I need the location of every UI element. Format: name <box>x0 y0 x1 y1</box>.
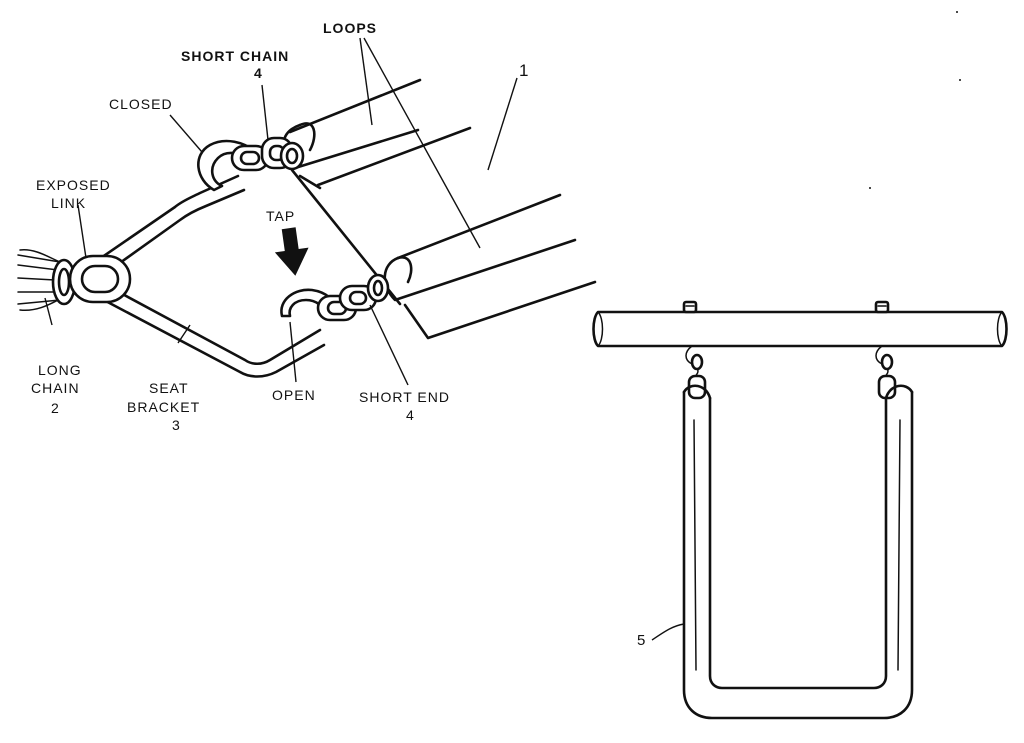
closed-label: CLOSED <box>109 96 173 112</box>
leader-lines <box>44 37 518 386</box>
speck <box>869 187 871 189</box>
seat-bracket-label-line2: BRACKET <box>127 399 200 415</box>
long-chain-number: 2 <box>51 400 60 416</box>
short-chain-number: 4 <box>254 65 263 81</box>
short-chain <box>230 136 305 172</box>
u-seat <box>682 384 914 720</box>
item-5-leader <box>651 623 685 641</box>
short-end-label: SHORT END <box>359 389 450 405</box>
short-chain-label: SHORT CHAIN <box>181 48 289 64</box>
exposed-link <box>68 254 132 304</box>
left-hanger-chain <box>685 345 707 400</box>
seat-bracket-number: 3 <box>172 417 181 433</box>
tap-label: TAP <box>266 208 295 224</box>
short-end-chain <box>316 273 390 322</box>
seat-bracket-label-line1: SEAT <box>149 380 189 396</box>
long-chain-label-line1: LONG <box>38 362 82 378</box>
short-end-number: 4 <box>406 407 415 423</box>
speck <box>956 11 958 13</box>
seat-bracket <box>93 174 326 378</box>
right-hanger-chain <box>875 345 897 400</box>
speck <box>959 79 961 81</box>
long-chain-label-line2: CHAIN <box>31 380 80 396</box>
tap-arrow-icon <box>274 227 309 276</box>
exposed-link-label-line1: EXPOSED <box>36 177 111 193</box>
item-5-label: 5 <box>637 632 646 649</box>
exposed-link-label-line2: LINK <box>51 195 86 211</box>
loops-label: LOOPS <box>323 20 377 36</box>
item-1-label: 1 <box>519 61 529 80</box>
open-label: OPEN <box>272 387 316 403</box>
support-bar <box>592 300 1008 348</box>
